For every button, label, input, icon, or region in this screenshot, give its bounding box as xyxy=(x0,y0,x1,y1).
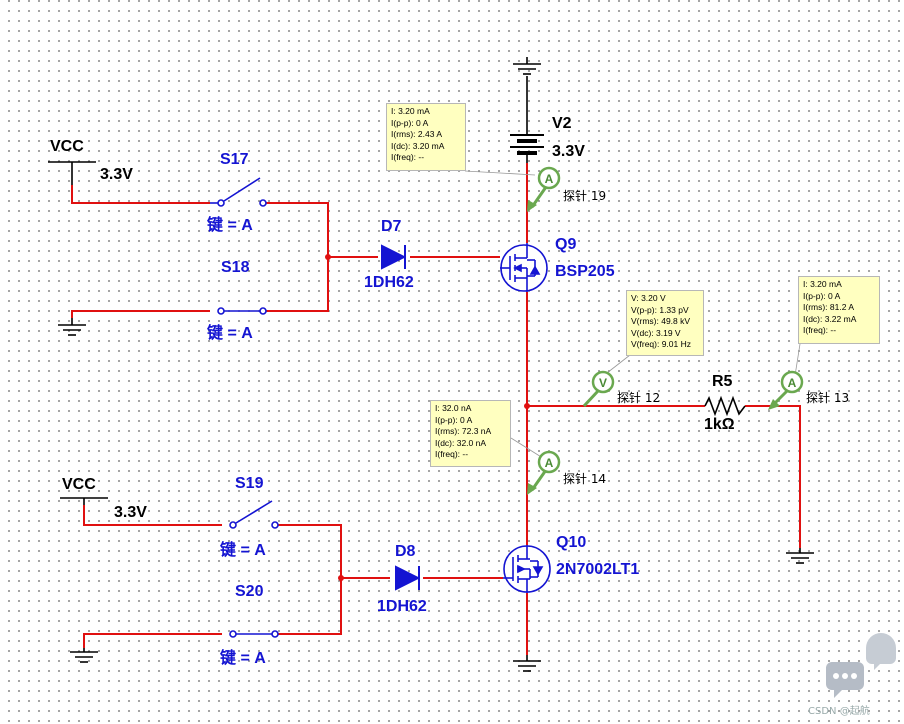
wire-s20-ground xyxy=(83,633,222,648)
wire-r5-ground xyxy=(745,405,801,548)
probe-13-reading: I(rms): 81.2 A xyxy=(803,302,855,312)
resistor-r5-value: 1kΩ xyxy=(704,416,735,433)
diode-d8-name: D8 xyxy=(395,543,416,560)
probe-12-label: 探针 12 xyxy=(617,391,661,405)
switch-s20 xyxy=(229,630,279,638)
mosfet-q10-part: 2N7002LT1 xyxy=(556,561,640,578)
diode-d8-part: 1DH62 xyxy=(377,598,427,615)
probe-19-reading: I: 3.20 mA xyxy=(391,106,430,116)
probe-13-letter: A xyxy=(788,376,797,390)
resistor-r5-name: R5 xyxy=(712,373,733,390)
mosfet-q9 xyxy=(500,243,548,292)
probe-19-reading: I(p-p): 0 A xyxy=(391,117,429,128)
mosfet-q10 xyxy=(503,545,551,593)
vcc-symbol-top xyxy=(48,161,96,185)
watermark-text: CSDN @起航 xyxy=(808,706,870,717)
probe-13-reading: I: 3.20 mA xyxy=(803,279,842,289)
ground-symbol-r5 xyxy=(786,548,814,564)
probe-19-reading: I(freq): -- xyxy=(391,152,425,162)
probe-14-label: 探针 14 xyxy=(563,472,607,486)
ground-symbol-s20 xyxy=(70,648,98,663)
probe-12-reading: V(rms): 49.8 kV xyxy=(631,316,691,326)
switch-s20-key: 键 = A xyxy=(220,650,266,667)
probe-13-symbol[interactable]: A xyxy=(768,370,804,410)
ground-symbol-s18 xyxy=(58,318,86,336)
diode-d7-part: 1DH62 xyxy=(364,274,414,291)
probe-14-letter: A xyxy=(545,456,554,470)
switch-s18-name: S18 xyxy=(221,259,250,276)
wire-vcc-top-s17 xyxy=(71,185,210,204)
probe-14-reading: I(dc): 32.0 nA xyxy=(435,437,487,448)
probe-14-reading: I: 32.0 nA xyxy=(435,403,472,413)
diode-d7 xyxy=(381,244,407,270)
vcc-symbol-bottom xyxy=(60,497,108,505)
vcc-bottom-label: VCC xyxy=(62,476,96,493)
switch-s17-key: 键 = A xyxy=(207,217,253,234)
probe-14-readout: I: 32.0 nA I(p-p): 0 A I(rms): 72.3 nA I… xyxy=(430,400,511,467)
probe-19-readout: I: 3.20 mA I(p-p): 0 A I(rms): 2.43 A I(… xyxy=(386,103,466,171)
wire-s17-s18-node xyxy=(266,202,329,312)
switch-s19-name: S19 xyxy=(235,475,264,492)
switch-s18-key: 键 = A xyxy=(207,325,253,342)
leader-line-probe-19 xyxy=(464,170,536,176)
vcc-top-value: 3.3V xyxy=(100,166,133,183)
switch-s19 xyxy=(229,500,279,529)
mosfet-q9-name: Q9 xyxy=(555,236,577,253)
wire-vcc-bottom-s19 xyxy=(83,505,222,526)
wires xyxy=(71,163,801,655)
switch-s20-name: S20 xyxy=(235,583,264,600)
probe-19-symbol[interactable]: A xyxy=(527,166,561,212)
probe-12-reading: V: 3.20 V xyxy=(631,293,666,303)
battery-v2-name: V2 xyxy=(552,115,572,132)
switch-s18 xyxy=(217,307,267,315)
mosfet-q9-part: BSP205 xyxy=(555,263,615,280)
switch-s19-key: 键 = A xyxy=(220,542,266,559)
probe-14-reading: I(p-p): 0 A xyxy=(435,414,473,425)
probe-19-label: 探针 19 xyxy=(563,189,607,203)
probe-13-reading: I(dc): 3.22 mA xyxy=(803,313,857,324)
switch-s17-name: S17 xyxy=(220,151,249,168)
probe-14-symbol[interactable]: A xyxy=(527,450,561,495)
ground-symbol-top-right xyxy=(513,57,541,75)
probe-13-reading: I(freq): -- xyxy=(803,325,837,335)
probe-12-readout: V: 3.20 V V(p-p): 1.33 pV V(rms): 49.8 k… xyxy=(626,290,704,356)
probe-13-label: 探针 13 xyxy=(806,391,850,405)
probe-12-reading: V(dc): 3.19 V xyxy=(631,327,681,338)
ground-symbol-q10 xyxy=(513,655,541,672)
wire-s19-s20-node xyxy=(278,524,342,635)
junctions xyxy=(325,254,530,581)
resistor-r5 xyxy=(704,395,746,417)
probe-13-reading: I(p-p): 0 A xyxy=(803,290,841,301)
probe-19-reading: I(dc): 3.20 mA xyxy=(391,140,445,151)
battery-v2 xyxy=(510,76,544,163)
probe-14-reading: I(rms): 72.3 nA xyxy=(435,426,492,436)
mosfet-q10-name: Q10 xyxy=(556,534,587,551)
probe-12-symbol[interactable]: V xyxy=(582,370,615,408)
vcc-bottom-value: 3.3V xyxy=(114,504,147,521)
probe-12-reading: V(freq): 9.01 Hz xyxy=(631,339,691,349)
probe-19-letter: A xyxy=(545,172,554,186)
csdn-logo-icon xyxy=(826,633,896,698)
vcc-top-label: VCC xyxy=(50,138,84,155)
switch-s17 xyxy=(210,177,267,207)
diode-d7-name: D7 xyxy=(381,218,402,235)
probe-12-reading: V(p-p): 1.33 pV xyxy=(631,304,689,315)
battery-v2-value: 3.3V xyxy=(552,143,585,160)
wire-s18-ground xyxy=(71,310,210,318)
probe-13-readout: I: 3.20 mA I(p-p): 0 A I(rms): 81.2 A I(… xyxy=(798,276,880,344)
probe-12-letter: V xyxy=(599,376,607,390)
probe-14-reading: I(freq): -- xyxy=(435,449,469,459)
probe-19-reading: I(rms): 2.43 A xyxy=(391,129,443,139)
diode-d8 xyxy=(395,565,421,591)
